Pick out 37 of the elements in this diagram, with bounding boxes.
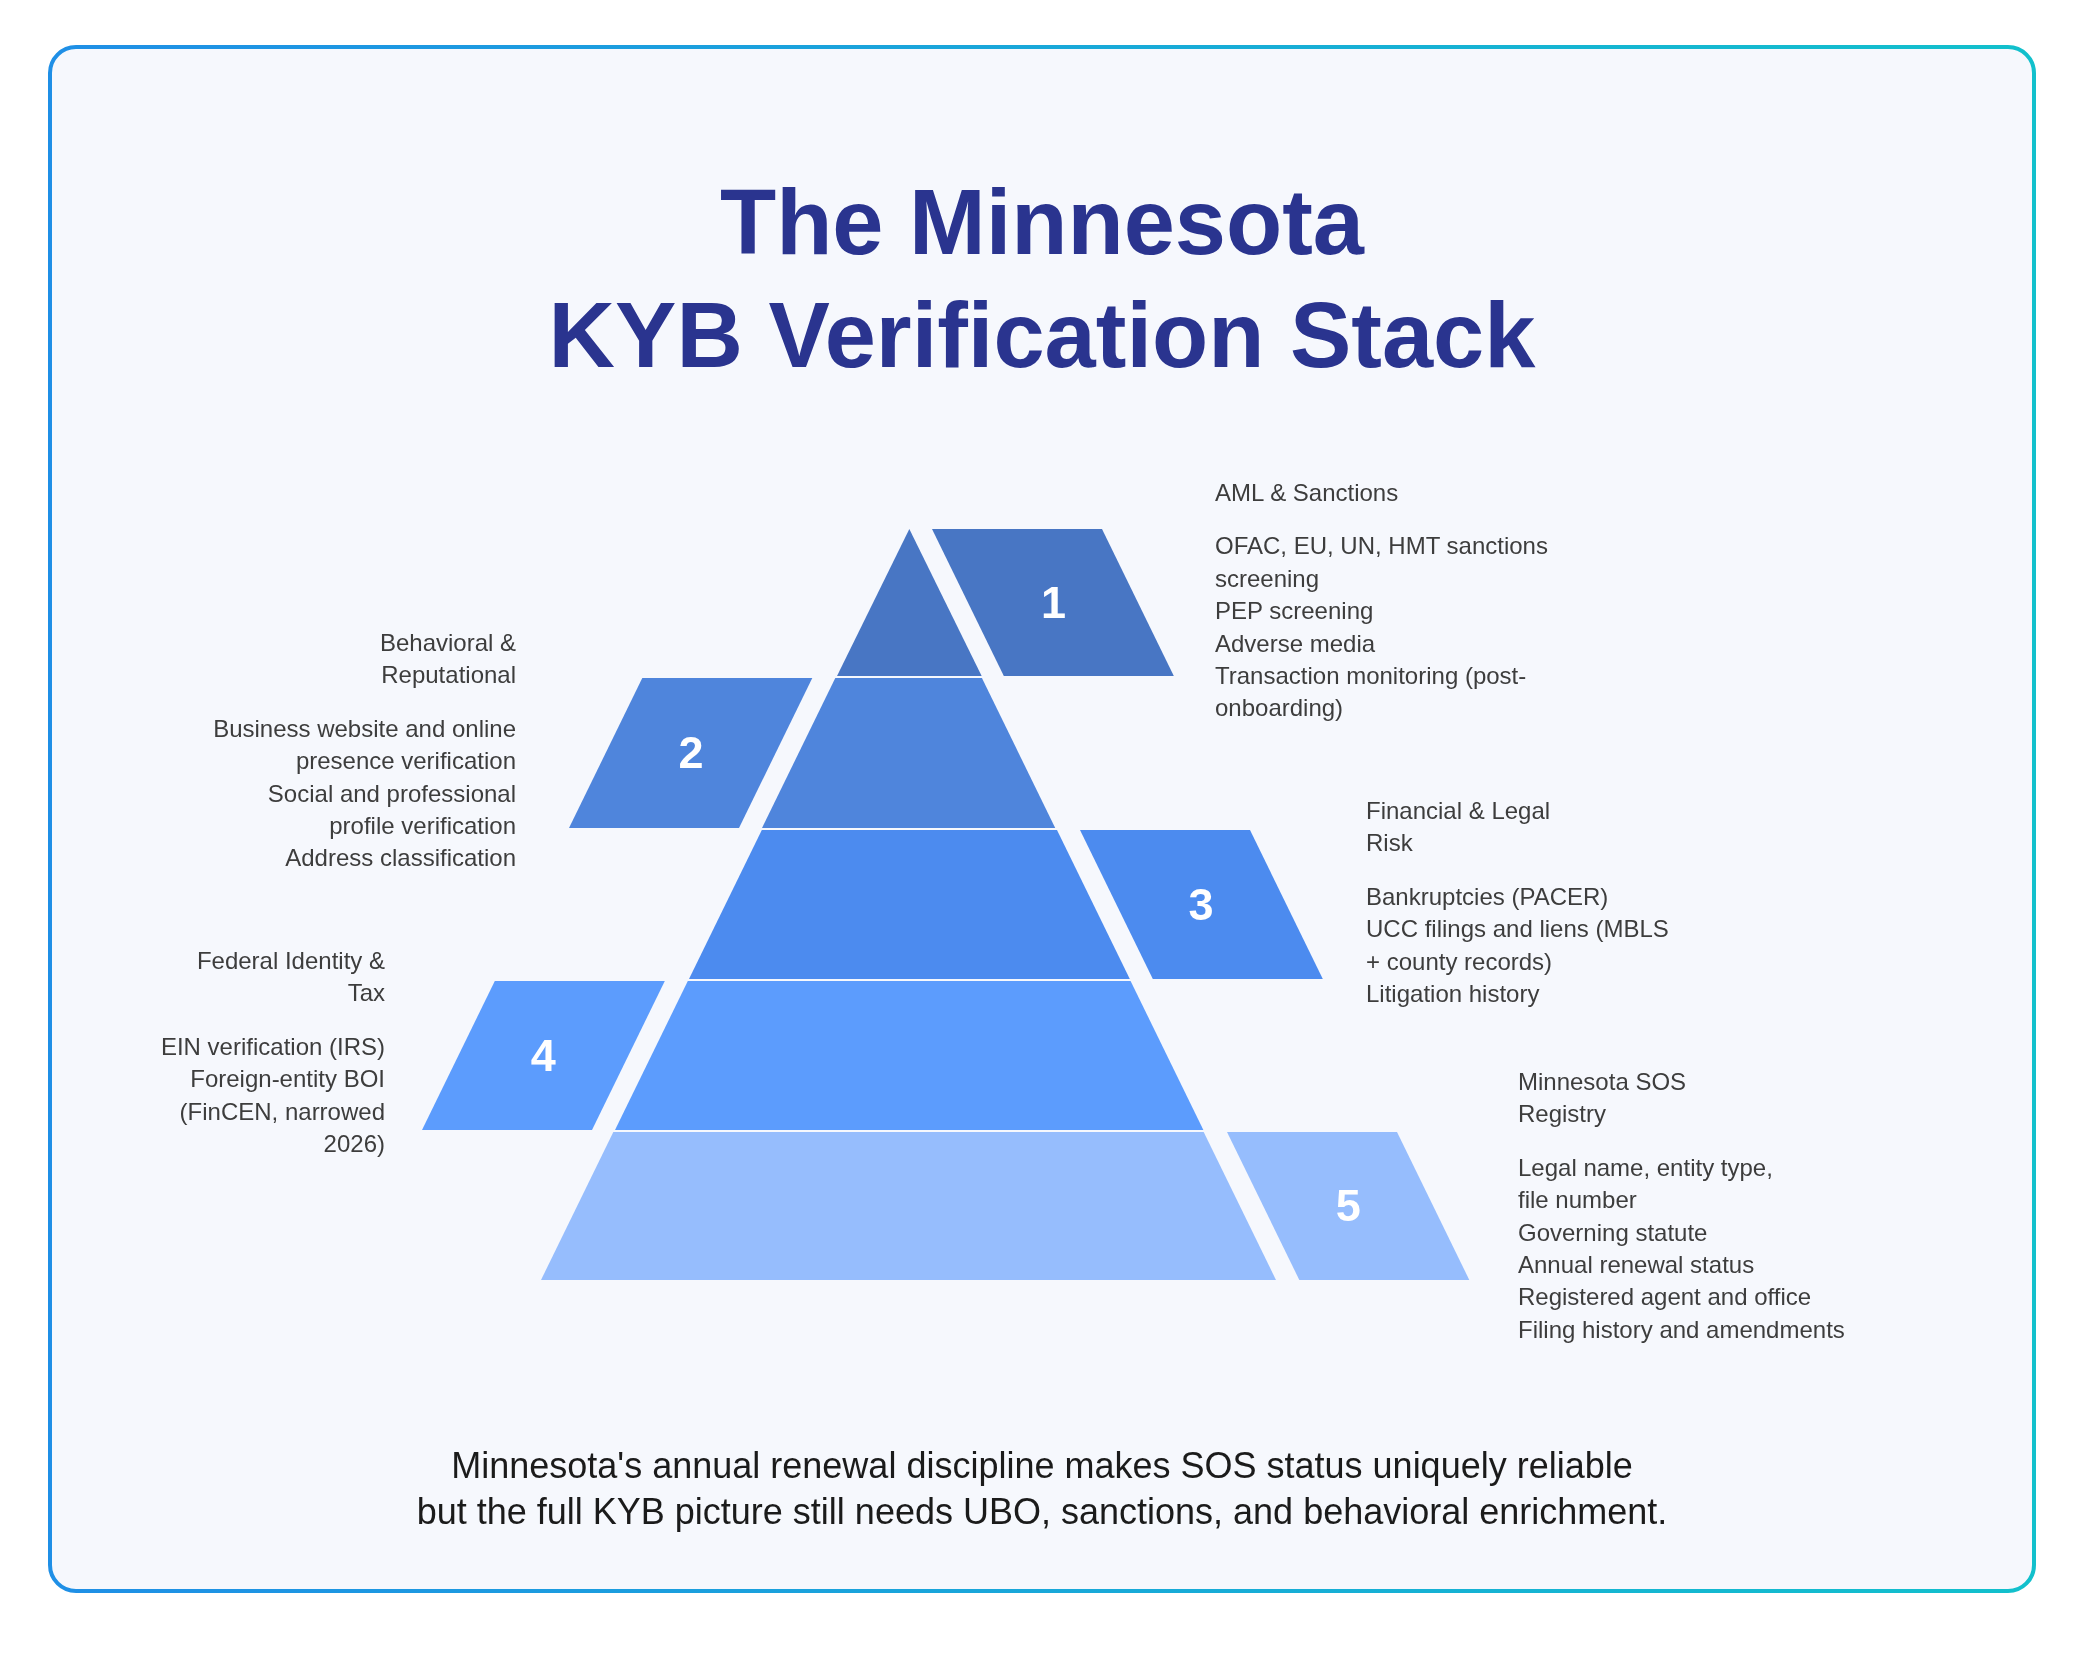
tier-detail: Annual renewal status — [1518, 1250, 1755, 1281]
tier-heading: AML & Sanctions — [1215, 478, 1399, 508]
tier-heading: Minnesota SOS Registry — [1518, 1067, 1688, 1130]
tier-tab — [932, 529, 1175, 676]
tier-detail: Foreign-entity BOI (FinCEN, narrowed 2026) — [178, 1064, 385, 1160]
tier-detail: Business website and online presence verification — [212, 713, 516, 777]
tier-detail: Governing statute — [1518, 1217, 1708, 1248]
tier-tab — [1079, 830, 1323, 979]
tier-detail: Transaction monitoring (post-onboarding) — [1215, 661, 1528, 724]
tier-detail: Address classification — [285, 843, 516, 874]
pyramid-tier — [762, 678, 1056, 828]
tier-number: 5 — [1335, 1180, 1361, 1232]
tier-detail: PEP screening — [1215, 596, 1374, 627]
tier-tab — [421, 981, 665, 1130]
tier-detail: Social and professional profile verification — [266, 778, 516, 842]
tier-number: 3 — [1188, 878, 1214, 931]
tier-detail: Registered agent and office — [1518, 1282, 1812, 1313]
tier-heading: Financial & Legal Risk — [1366, 796, 1552, 859]
tier-heading: Behavioral & Reputational — [378, 628, 516, 691]
tier-detail: UCC filings and liens (MBLS + county records) — [1366, 914, 1670, 977]
pyramid-tier — [836, 529, 982, 676]
tier-detail: Legal name, entity type, file number — [1518, 1152, 1774, 1216]
tier-number: 2 — [678, 727, 704, 779]
tier-heading: Federal Identity & Tax — [195, 946, 385, 1009]
tier-number: 1 — [1040, 576, 1066, 629]
title: The Minnesota KYB Verification Stack — [548, 170, 1536, 388]
tier-detail: EIN verification (IRS) — [160, 1031, 385, 1062]
tier-tab — [569, 678, 813, 828]
tier-tab — [1227, 1132, 1470, 1280]
tier-detail: Filing history and amendments — [1518, 1314, 1845, 1345]
tier-number: 4 — [530, 1029, 556, 1082]
tier-detail: Adverse media — [1215, 628, 1376, 659]
tier-detail: Litigation history — [1366, 979, 1540, 1010]
tier-detail: Bankruptcies (PACER) — [1366, 881, 1609, 912]
tier-detail: OFAC, EU, UN, HMT sanctions screening — [1215, 531, 1549, 594]
pyramid-tier — [688, 830, 1130, 979]
caption: Minnesota's annual renewal discipline makes SOS status uniquely reliable but the full KYB picture still needs UBO, sanctions, and behavioral enrichment. — [416, 1444, 1668, 1534]
